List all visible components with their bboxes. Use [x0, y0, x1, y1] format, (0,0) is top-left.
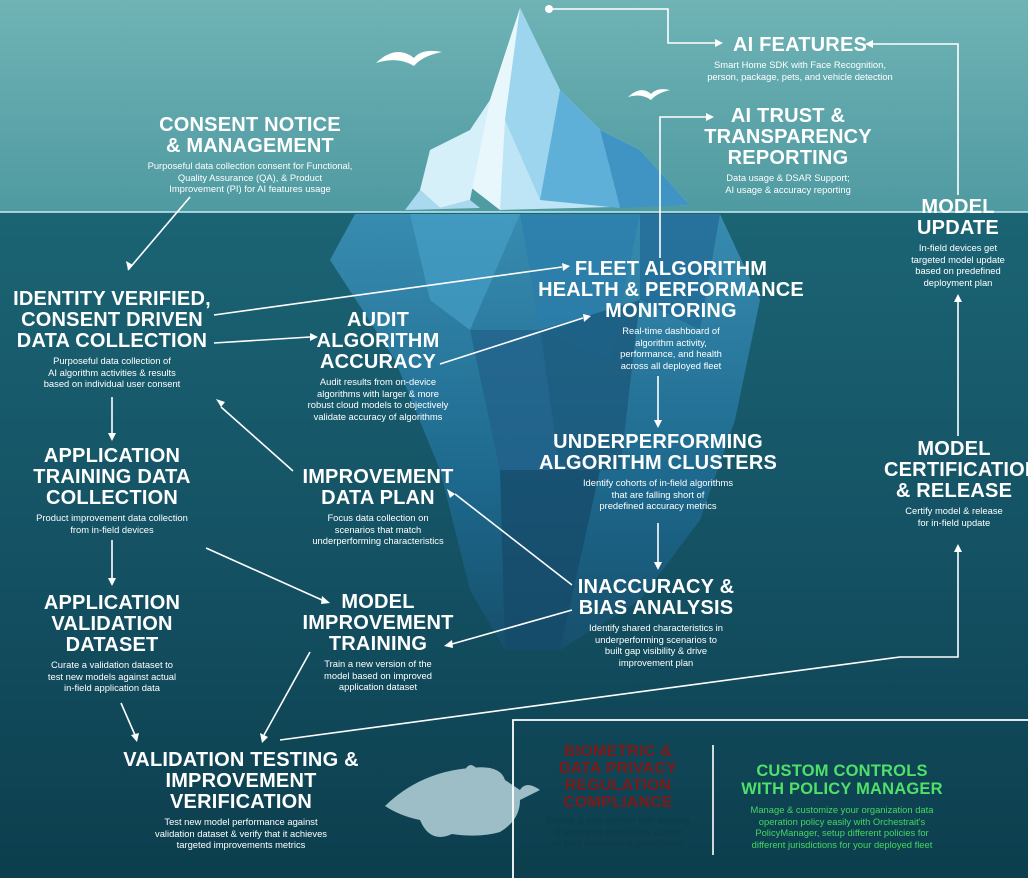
underperforming-desc: Identify cohorts of in-field algorithms … [582, 477, 734, 511]
model-training-title: MODEL IMPROVEMENT TRAINING [302, 591, 454, 655]
app-training-desc: Product improvement data collection from… [36, 512, 188, 535]
validation-testing-block: VALIDATION TESTING & IMPROVEMENT VERIFIC… [110, 750, 372, 851]
model-update-title: MODEL UPDATE [917, 196, 999, 239]
biometric-desc: Evolve & stay current with existing & em… [546, 814, 690, 848]
app-training-title: APPLICATION TRAINING DATA COLLECTION [33, 445, 191, 509]
certification-title: MODEL CERTIFICATION & RELEASE [884, 439, 1028, 502]
model-update-block: MODEL UPDATE In-field devices get target… [893, 197, 1023, 288]
audit-title: AUDIT ALGORITHM ACCURACY [316, 309, 440, 373]
identity-block: IDENTITY VERIFIED, CONSENT DRIVEN DATA C… [2, 289, 222, 390]
app-training-block: APPLICATION TRAINING DATA COLLECTION Pro… [10, 446, 214, 535]
consent-block: CONSENT NOTICE & MANAGEMENT Purposeful d… [120, 115, 380, 195]
inaccuracy-block: INACCURACY & BIAS ANALYSIS Identify shar… [556, 577, 756, 668]
certification-block: MODEL CERTIFICATION & RELEASE Certify mo… [880, 439, 1028, 528]
ai-trust-desc: Data usage & DSAR Support; AI usage & ac… [725, 172, 851, 195]
improvement-plan-block: IMPROVEMENT DATA PLAN Focus data collect… [292, 467, 464, 547]
ai-trust-block: AI TRUST & TRANSPARENCY REPORTING Data u… [690, 106, 886, 195]
model-update-desc: In-field devices get targeted model upda… [911, 242, 1005, 288]
seagull-icon [376, 50, 670, 100]
fleet-title: FLEET ALGORITHM HEALTH & PERFORMANCE MON… [538, 258, 804, 322]
fleet-desc: Real-time dashboard of algorithm activit… [620, 325, 722, 371]
audit-block: AUDIT ALGORITHM ACCURACY Audit results f… [292, 310, 464, 422]
validation-testing-desc: Test new model performance against valid… [155, 816, 327, 850]
underperforming-title: UNDERPERFORMING ALGORITHM CLUSTERS [538, 431, 778, 474]
ai-features-desc: Smart Home SDK with Face Recognition, pe… [707, 59, 893, 82]
inaccuracy-desc: Identify shared characteristics in under… [589, 622, 723, 668]
app-validation-block: APPLICATION VALIDATION DATASET Curate a … [18, 593, 206, 694]
ai-features-block: AI FEATURES Smart Home SDK with Face Rec… [660, 35, 940, 82]
identity-desc: Purposeful data collection of AI algorit… [43, 355, 181, 389]
certification-desc: Certify model & release for in-field upd… [905, 505, 1003, 528]
identity-title: IDENTITY VERIFIED, CONSENT DRIVEN DATA C… [13, 288, 211, 352]
biometric-title: BIOMETRIC & DATA PRIVACY REGULATION COMP… [558, 743, 678, 811]
model-training-block: MODEL IMPROVEMENT TRAINING Train a new v… [290, 592, 466, 693]
improvement-plan-desc: Focus data collection on scenarios that … [312, 512, 444, 546]
flow-arrows [111, 5, 1028, 878]
fleet-block: FLEET ALGORITHM HEALTH & PERFORMANCE MON… [526, 259, 816, 371]
arrow-heads [108, 39, 962, 743]
custom-controls-desc: Manage & customize your organization dat… [750, 804, 934, 850]
custom-controls-title: CUSTOM CONTROLS WITH POLICY MANAGER [741, 762, 943, 798]
inaccuracy-title: INACCURACY & BIAS ANALYSIS [577, 576, 735, 619]
ai-features-title: AI FEATURES [732, 34, 868, 56]
biometric-block: BIOMETRIC & DATA PRIVACY REGULATION COMP… [528, 743, 708, 849]
improvement-plan-title: IMPROVEMENT DATA PLAN [302, 466, 454, 509]
model-training-desc: Train a new version of the model based o… [324, 658, 432, 692]
custom-controls-block: CUSTOM CONTROLS WITH POLICY MANAGER Mana… [722, 762, 962, 850]
underperforming-block: UNDERPERFORMING ALGORITHM CLUSTERS Ident… [530, 432, 786, 512]
validation-testing-title: VALIDATION TESTING & IMPROVEMENT VERIFIC… [123, 749, 359, 813]
app-validation-desc: Curate a validation dataset to test new … [47, 659, 177, 693]
ai-trust-title: AI TRUST & TRANSPARENCY REPORTING [704, 105, 872, 169]
consent-desc: Purposeful data collection consent for F… [147, 160, 353, 194]
audit-desc: Audit results from on-device algorithms … [307, 376, 449, 422]
whale-icon [385, 765, 540, 837]
consent-title: CONSENT NOTICE & MANAGEMENT [159, 114, 341, 157]
app-validation-title: APPLICATION VALIDATION DATASET [43, 592, 181, 656]
iceberg-icon [330, 8, 760, 650]
